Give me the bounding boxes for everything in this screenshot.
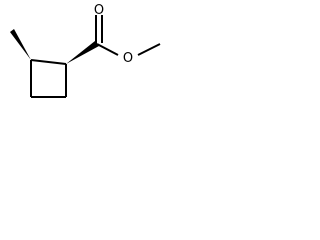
ester-wedge-bond (66, 41, 99, 64)
molecule-drawing: O O (10, 3, 161, 98)
ring-bond-top (30, 59, 67, 65)
methoxy-bond (137, 43, 161, 56)
carbonyl-oxygen-label: O (94, 3, 104, 18)
ester-single-bond (96, 43, 119, 56)
methyl-wedge-bond (10, 29, 31, 60)
structure-canvas: O O (0, 0, 172, 112)
ester-oxygen-label: O (123, 51, 133, 66)
